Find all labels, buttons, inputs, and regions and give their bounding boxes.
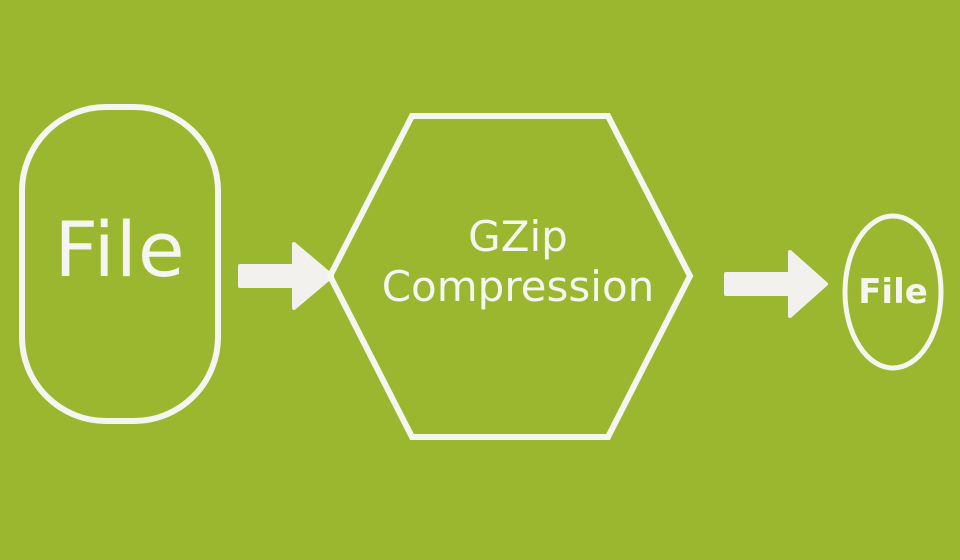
gzip-compression-node [326, 113, 694, 440]
arrow-right-icon [724, 250, 828, 318]
arrow-right-icon [238, 242, 334, 310]
gzip-label-line2: Compression [381, 262, 655, 311]
input-file-node [19, 104, 221, 424]
output-file-label: File [858, 272, 928, 312]
output-file-node [842, 213, 944, 371]
gzip-compression-label: GZip Compression [340, 212, 696, 312]
input-file-label: File [54, 205, 186, 294]
gzip-label-line1: GZip [468, 212, 568, 261]
